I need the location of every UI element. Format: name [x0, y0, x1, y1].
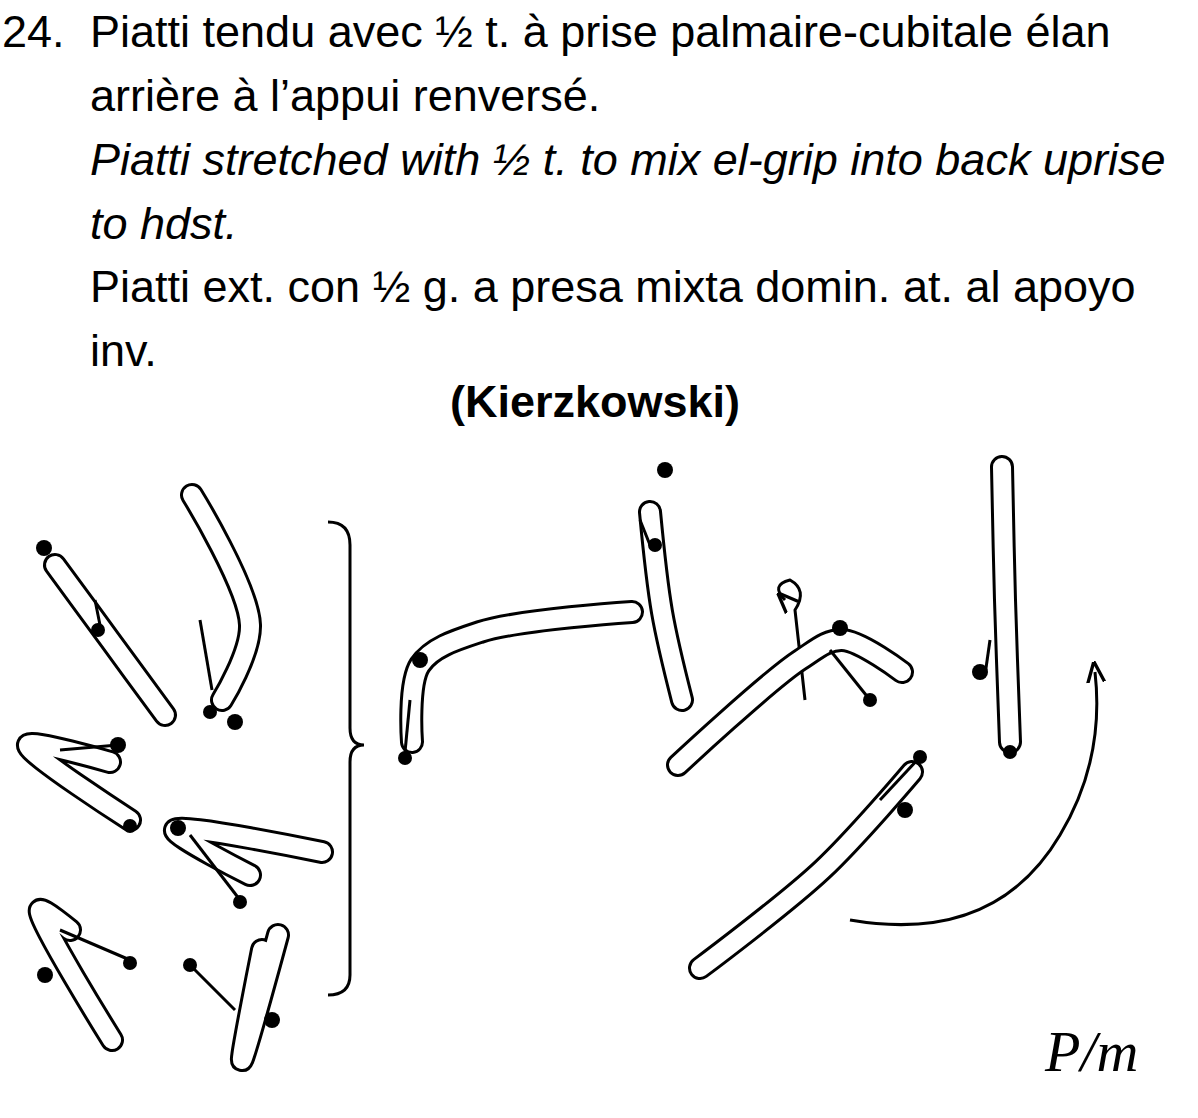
arm: [60, 745, 118, 750]
head: [110, 737, 126, 753]
bar-dot: [913, 750, 927, 764]
arm: [95, 600, 100, 625]
arm: [200, 620, 212, 690]
bar-dot: [183, 958, 197, 972]
head: [832, 620, 848, 636]
gymnast: [398, 612, 632, 765]
body-outline: [192, 495, 250, 700]
head: [227, 714, 243, 730]
english-description: Piatti stretched with ½ t. to mix el-gri…: [90, 128, 1190, 256]
arm: [190, 835, 240, 900]
head: [264, 1012, 280, 1028]
bar-dot: [203, 705, 217, 719]
body-fill: [1002, 467, 1010, 742]
body-outline: [411, 612, 632, 742]
head: [657, 462, 673, 478]
head: [37, 967, 53, 983]
body-outline: [678, 640, 902, 765]
body-fill: [192, 495, 250, 700]
bar-dot: [398, 751, 412, 765]
body-outline: [28, 744, 130, 820]
gymnast: [640, 462, 682, 700]
body-fill: [700, 772, 912, 968]
gymnast-figures: [28, 462, 1017, 1060]
body-fill: [678, 640, 902, 765]
bracket: [328, 522, 364, 995]
head: [972, 664, 988, 680]
body-fill: [55, 565, 165, 715]
body-outline: [700, 772, 912, 968]
arm: [405, 700, 410, 752]
head: [36, 540, 52, 556]
gymnast: [170, 820, 322, 909]
element-name: (Kierzkowski): [300, 370, 890, 434]
arm: [640, 520, 650, 545]
gymnast: [678, 620, 902, 765]
bar-dot: [233, 895, 247, 909]
bar-dot: [123, 956, 137, 970]
body-outline: [175, 829, 322, 875]
gymnast: [183, 935, 280, 1060]
bar-dot: [648, 538, 662, 552]
element-number: 24.: [2, 0, 92, 64]
arm: [60, 930, 130, 960]
spanish-description: Piatti ext. con ½ g. a presa mixta domin…: [90, 255, 1190, 383]
gymnast: [28, 737, 137, 833]
bar-dot: [91, 623, 105, 637]
arm: [830, 650, 870, 700]
author-mark: P/m: [1045, 1020, 1185, 1084]
body-fill: [175, 829, 322, 875]
body-fill: [28, 744, 130, 820]
bar-dot: [1003, 745, 1017, 759]
gymnast: [700, 750, 927, 968]
body-fill: [411, 612, 632, 742]
arm: [880, 757, 920, 800]
bar-dot: [863, 693, 877, 707]
body-outline: [55, 565, 165, 715]
bar-dot: [123, 819, 137, 833]
body-outline: [242, 935, 278, 1060]
gymnast: [36, 540, 165, 715]
body-outline: [1002, 467, 1010, 742]
head: [897, 802, 913, 818]
gymnast: [972, 467, 1017, 759]
gymnast: [37, 910, 137, 1040]
head: [412, 652, 428, 668]
french-description: Piatti tendu avec ½ t. à prise palmaire-…: [90, 0, 1190, 128]
head: [170, 820, 186, 836]
gymnast: [192, 495, 250, 730]
arm: [190, 965, 235, 1010]
body-fill: [242, 935, 278, 1060]
